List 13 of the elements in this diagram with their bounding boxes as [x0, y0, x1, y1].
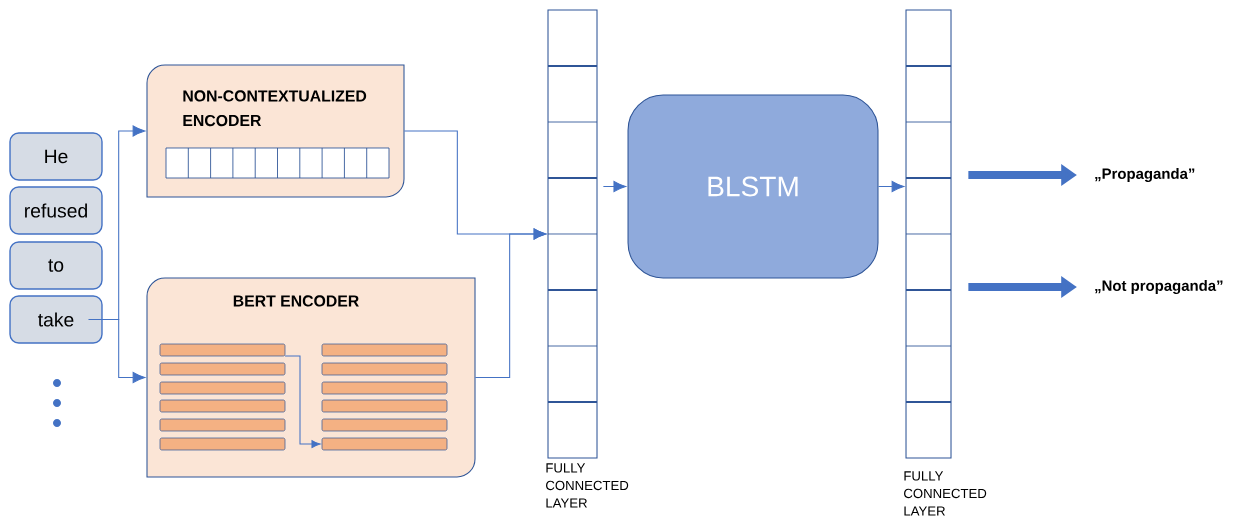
layer-label: FULLY CONNECTED LAYER: [546, 463, 629, 508]
arrow: [602, 180, 627, 193]
output-label: „Not propaganda”: [1095, 280, 1223, 294]
arrow: [878, 180, 905, 193]
word-box: refused: [9, 186, 103, 235]
process-box: BLSTM: [627, 94, 879, 279]
output-label: „Propaganda”: [1095, 168, 1195, 182]
arrow: [474, 228, 547, 379]
arrow: [88, 318, 146, 384]
word-box: to: [9, 241, 103, 290]
word-box: take: [9, 295, 103, 344]
layer-label: FULLY CONNECTED LAYER: [904, 471, 987, 516]
word-box: He: [9, 132, 103, 181]
